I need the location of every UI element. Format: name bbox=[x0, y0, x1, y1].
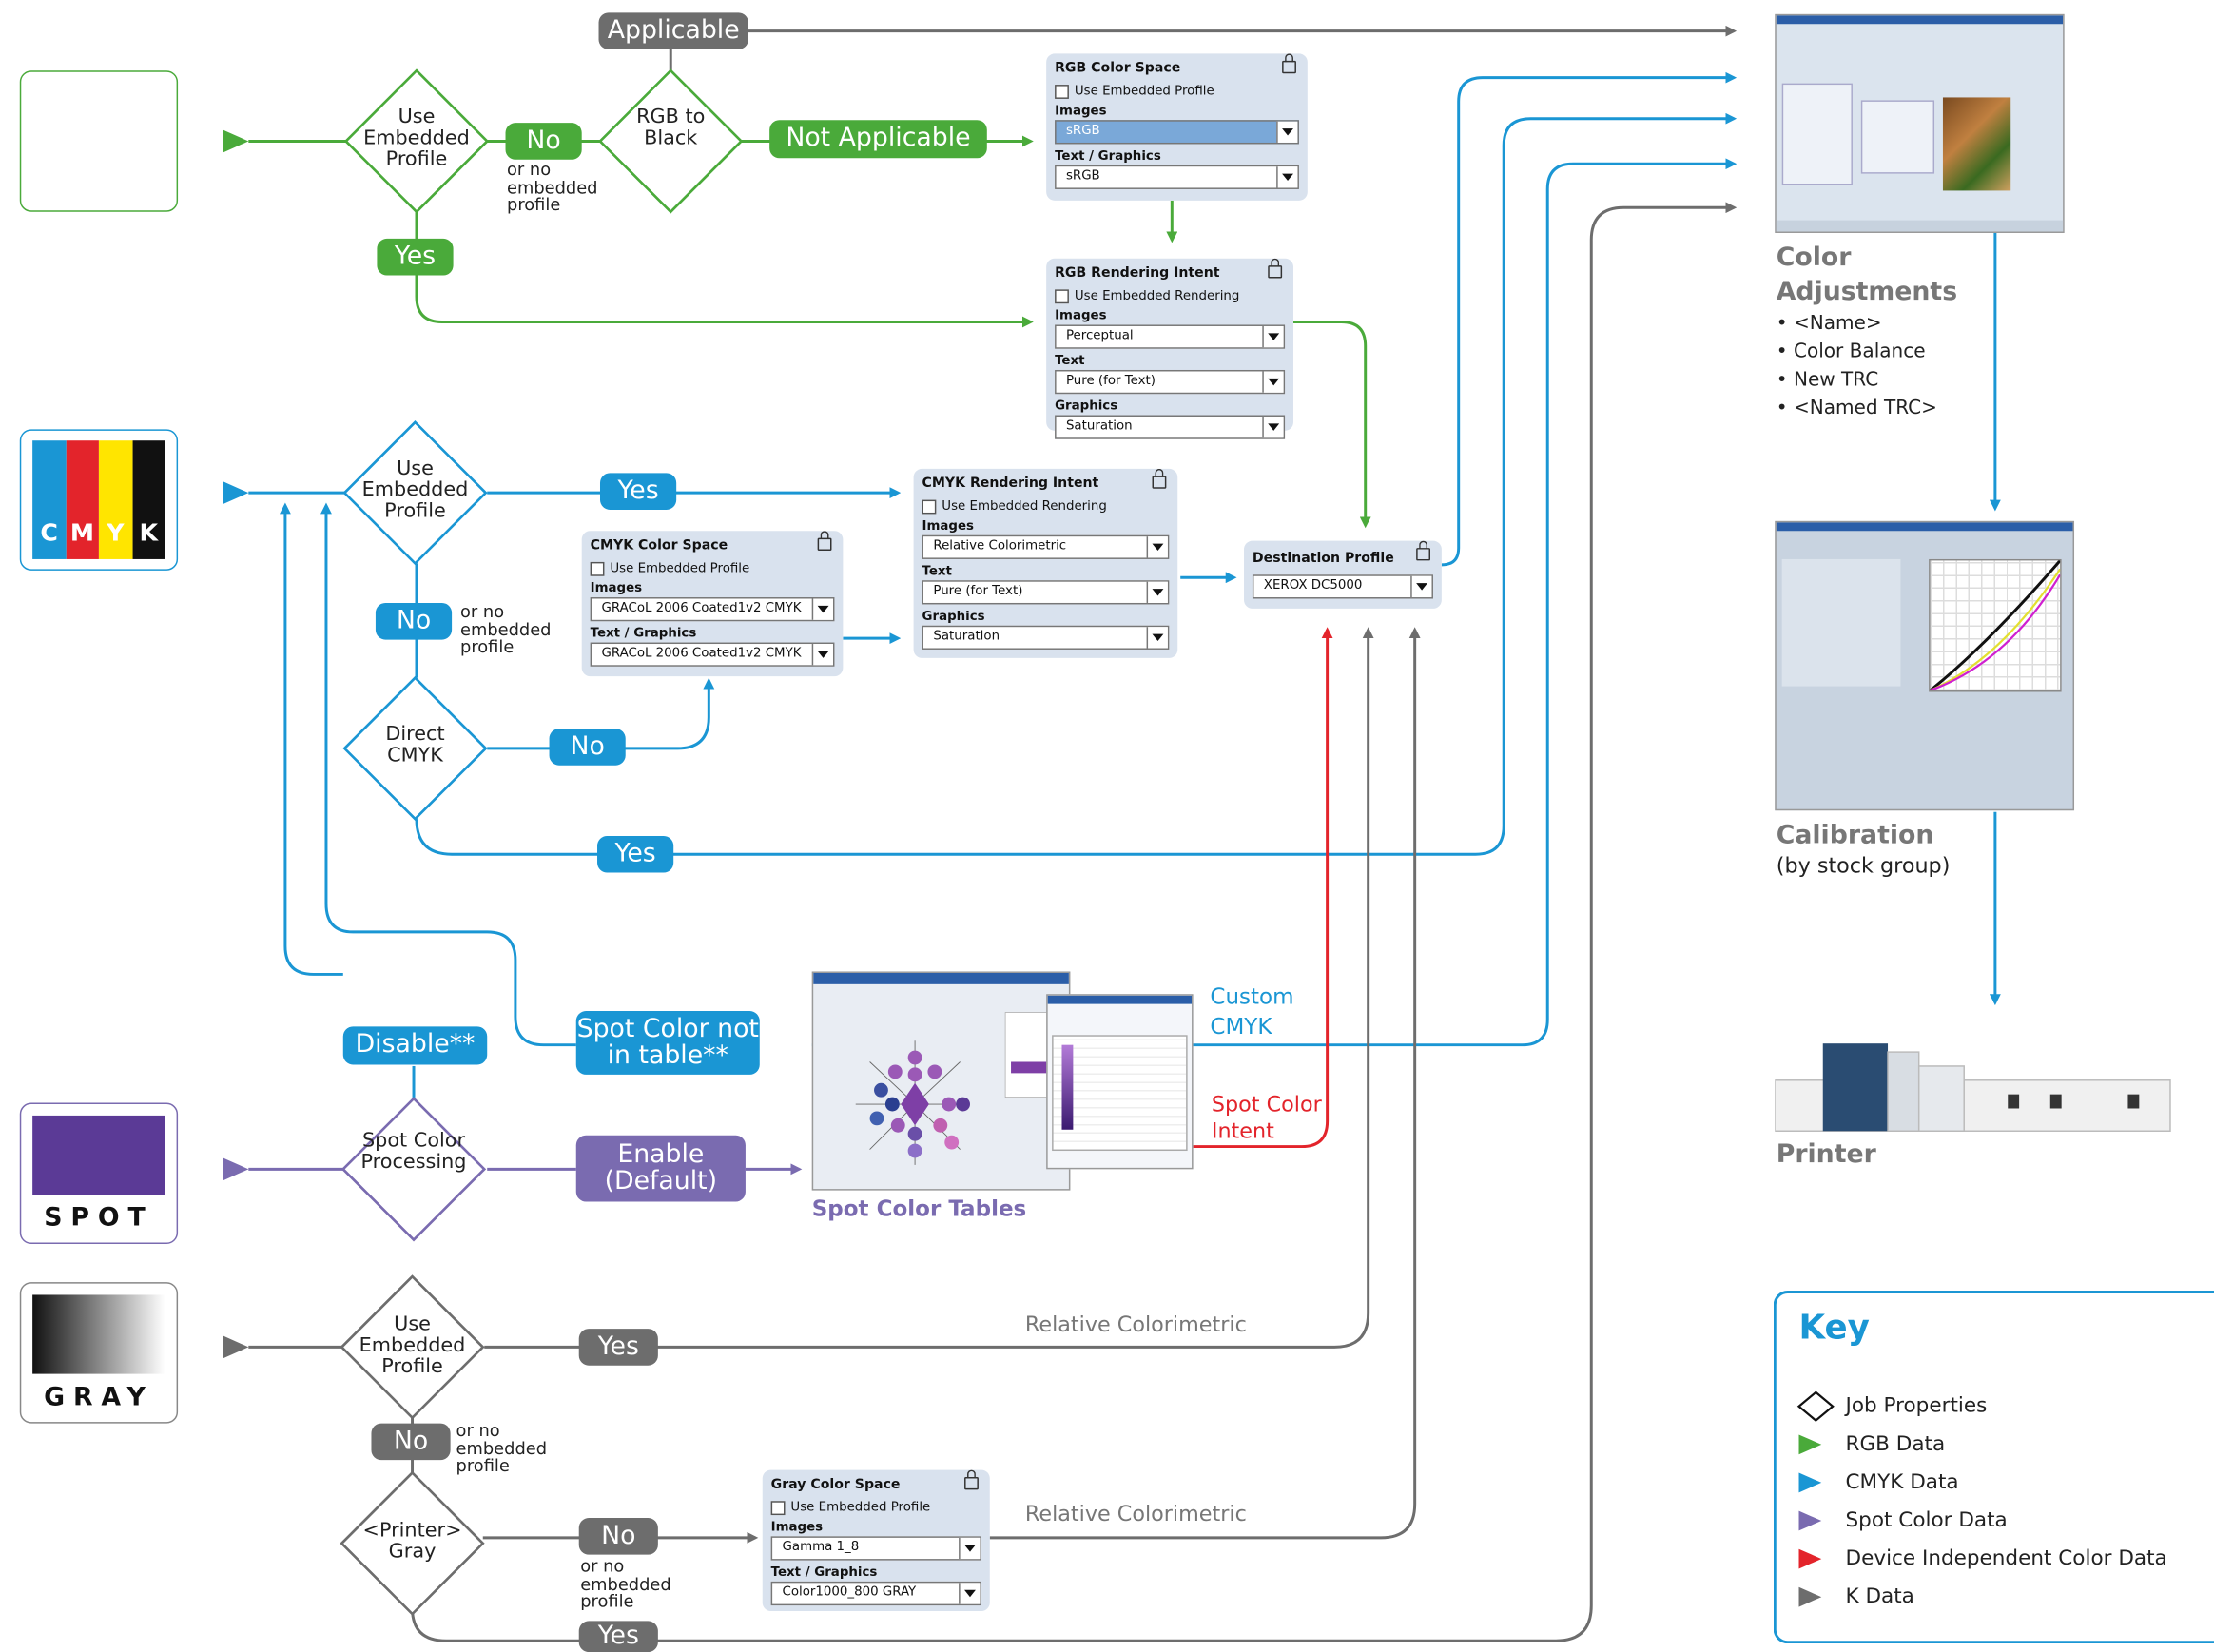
key-row-cmyk: CMYK Data bbox=[1777, 1463, 2167, 1501]
rgb-source-icon: R G B bbox=[19, 70, 179, 212]
rgb-to-black-decision: RGB to Black bbox=[636, 106, 706, 150]
lock-icon bbox=[1268, 258, 1283, 279]
images-select[interactable]: GRACoL 2006 Coated1v2 CMYK bbox=[590, 597, 835, 622]
spot-processing-decision: Spot Color Processing bbox=[360, 1129, 467, 1174]
printer-gray-decision: <Printer> Gray bbox=[362, 1519, 462, 1564]
cmyk-rendering-intent-panel: CMYK Rendering Intent Use Embedded Rende… bbox=[913, 468, 1178, 658]
gray-label: GRAY bbox=[44, 1382, 154, 1412]
cmyk-c-bar: C bbox=[32, 440, 67, 559]
printer-title: Printer bbox=[1776, 1139, 1876, 1170]
calibration-screenshot bbox=[1775, 520, 2075, 811]
graphics-select[interactable]: Saturation bbox=[922, 625, 1170, 650]
chevron-down-icon bbox=[1276, 121, 1298, 143]
cmyk-no-pill: No bbox=[375, 602, 453, 640]
use-embedded-checkbox[interactable] bbox=[590, 561, 605, 576]
images-select[interactable]: Gamma 1_8 bbox=[770, 1536, 981, 1561]
rgb-rendering-intent-panel: RGB Rendering Intent Use Embedded Render… bbox=[1046, 258, 1293, 439]
enable-default-pill: Enable (Default) bbox=[575, 1135, 746, 1202]
custom-cmyk-label: Custom CMYK bbox=[1210, 983, 1294, 1040]
rgb-r-letter: R bbox=[90, 92, 107, 117]
text-select[interactable]: Pure (for Text) bbox=[922, 580, 1170, 605]
spot-color-editor-screenshot bbox=[811, 971, 1071, 1191]
lock-icon bbox=[1416, 540, 1431, 561]
spot-not-in-table-pill: Spot Color not in table** bbox=[575, 1011, 760, 1075]
key-row-spot: Spot Color Data bbox=[1777, 1501, 2167, 1539]
key-title: Key bbox=[1798, 1307, 1870, 1348]
spot-color-table-screenshot bbox=[1046, 994, 1194, 1170]
direct-cmyk-yes-pill: Yes bbox=[597, 835, 674, 873]
rgb-color-space-panel: RGB Color Space Use Embedded Profile Ima… bbox=[1046, 53, 1308, 201]
list-item: • Color Balance bbox=[1776, 340, 1926, 363]
gray-yes-pill: Yes bbox=[578, 1329, 658, 1366]
printer-image bbox=[1774, 1038, 2173, 1134]
gray-source-icon: GRAY bbox=[19, 1282, 179, 1424]
direct-cmyk-no-pill: No bbox=[549, 729, 626, 766]
cmyk-source-icon: C M Y K bbox=[19, 429, 179, 571]
spot-color-tables-label: Spot Color Tables bbox=[811, 1195, 1027, 1222]
images-select[interactable]: Perceptual bbox=[1055, 324, 1286, 349]
destination-profile-select[interactable]: XEROX DC5000 bbox=[1252, 574, 1433, 599]
destination-profile-panel: Destination Profile XEROX DC5000 bbox=[1244, 540, 1442, 609]
use-embedded-checkbox[interactable] bbox=[770, 1501, 786, 1516]
color-adjustments-screenshot bbox=[1775, 13, 2065, 233]
key-row-k: K Data bbox=[1777, 1577, 2167, 1615]
rgb-yes-pill: Yes bbox=[377, 238, 454, 276]
spot-label: SPOT bbox=[44, 1202, 154, 1234]
lock-icon bbox=[817, 531, 832, 552]
color-adjustments-title: Color Adjustments bbox=[1776, 243, 1958, 307]
gray-use-embedded-decision: Use Embedded Profile bbox=[359, 1312, 466, 1379]
cmyk-k-bar: K bbox=[131, 440, 165, 559]
cmyk-yes-pill: Yes bbox=[599, 473, 677, 510]
relative-colorimetric-label-1: Relative Colorimetric bbox=[1024, 1312, 1247, 1338]
text-graphics-select[interactable]: sRGB bbox=[1055, 165, 1299, 189]
cmyk-no-embedded-note: or no embedded profile bbox=[460, 601, 552, 657]
cmyk-m-bar: M bbox=[66, 440, 99, 559]
rgb-no-pill: No bbox=[505, 123, 582, 160]
spot-color-intent-label: Spot Color Intent bbox=[1211, 1091, 1322, 1144]
spot-source-icon: SPOT bbox=[19, 1102, 179, 1245]
key-row-device-independent: Device Independent Color Data bbox=[1777, 1539, 2167, 1577]
rgb-b-letter: B bbox=[129, 155, 146, 180]
gray-no-pill: No bbox=[371, 1423, 451, 1461]
lock-icon bbox=[1282, 53, 1296, 74]
use-embedded-rendering-checkbox[interactable] bbox=[1055, 289, 1069, 304]
cmyk-use-embedded-decision: Use Embedded Profile bbox=[361, 457, 469, 523]
images-select[interactable]: sRGB bbox=[1055, 120, 1299, 145]
cmyk-color-space-panel: CMYK Color Space Use Embedded Profile Im… bbox=[581, 531, 844, 677]
calibration-title: Calibration bbox=[1776, 820, 1934, 850]
calibration-subtitle: (by stock group) bbox=[1776, 852, 1951, 879]
text-graphics-select[interactable]: Color1000_800 GRAY bbox=[770, 1581, 981, 1606]
printer-gray-yes-pill: Yes bbox=[578, 1621, 658, 1652]
printer-gray-no-embedded-note: or no embedded profile bbox=[580, 1556, 671, 1612]
key-row-rgb: RGB Data bbox=[1777, 1425, 2167, 1463]
images-select[interactable]: Relative Colorimetric bbox=[922, 534, 1170, 559]
not-applicable-pill: Not Applicable bbox=[769, 120, 987, 159]
lock-icon bbox=[1152, 468, 1167, 489]
text-graphics-select[interactable]: GRACoL 2006 Coated1v2 CMYK bbox=[590, 642, 835, 667]
key-row-job-properties: Job Properties bbox=[1777, 1387, 2167, 1425]
rgb-g-letter: G bbox=[55, 155, 72, 180]
use-embedded-rendering-checkbox[interactable] bbox=[922, 499, 937, 515]
list-item: • New TRC bbox=[1776, 368, 1879, 392]
list-item: • <Name> bbox=[1776, 312, 1882, 335]
applicable-pill: Applicable bbox=[598, 12, 748, 49]
key-legend: Key Job Properties RGB Data CMYK Data Sp… bbox=[1773, 1291, 2214, 1644]
text-select[interactable]: Pure (for Text) bbox=[1055, 369, 1286, 395]
relative-colorimetric-label-2: Relative Colorimetric bbox=[1024, 1501, 1247, 1526]
gray-no-embedded-note: or no embedded profile bbox=[456, 1420, 548, 1476]
disable-pill: Disable** bbox=[342, 1026, 488, 1065]
direct-cmyk-decision: Direct CMYK bbox=[385, 723, 445, 768]
list-item: • <Named TRC> bbox=[1776, 397, 1937, 419]
gray-color-space-panel: Gray Color Space Use Embedded Profile Im… bbox=[762, 1469, 990, 1612]
color-adjustments-list: • <Name> • Color Balance • New TRC • <Na… bbox=[1777, 309, 1937, 422]
chevron-down-icon bbox=[1276, 166, 1298, 188]
cmyk-y-bar: Y bbox=[98, 440, 132, 559]
graphics-select[interactable]: Saturation bbox=[1055, 415, 1286, 439]
printer-gray-no-pill: No bbox=[578, 1518, 658, 1555]
lock-icon bbox=[964, 1469, 979, 1490]
rgb-no-embedded-note: or no embedded profile bbox=[507, 159, 598, 215]
use-embedded-checkbox[interactable] bbox=[1055, 85, 1069, 99]
rgb-use-embedded-decision: Use Embedded Profile bbox=[363, 106, 470, 171]
